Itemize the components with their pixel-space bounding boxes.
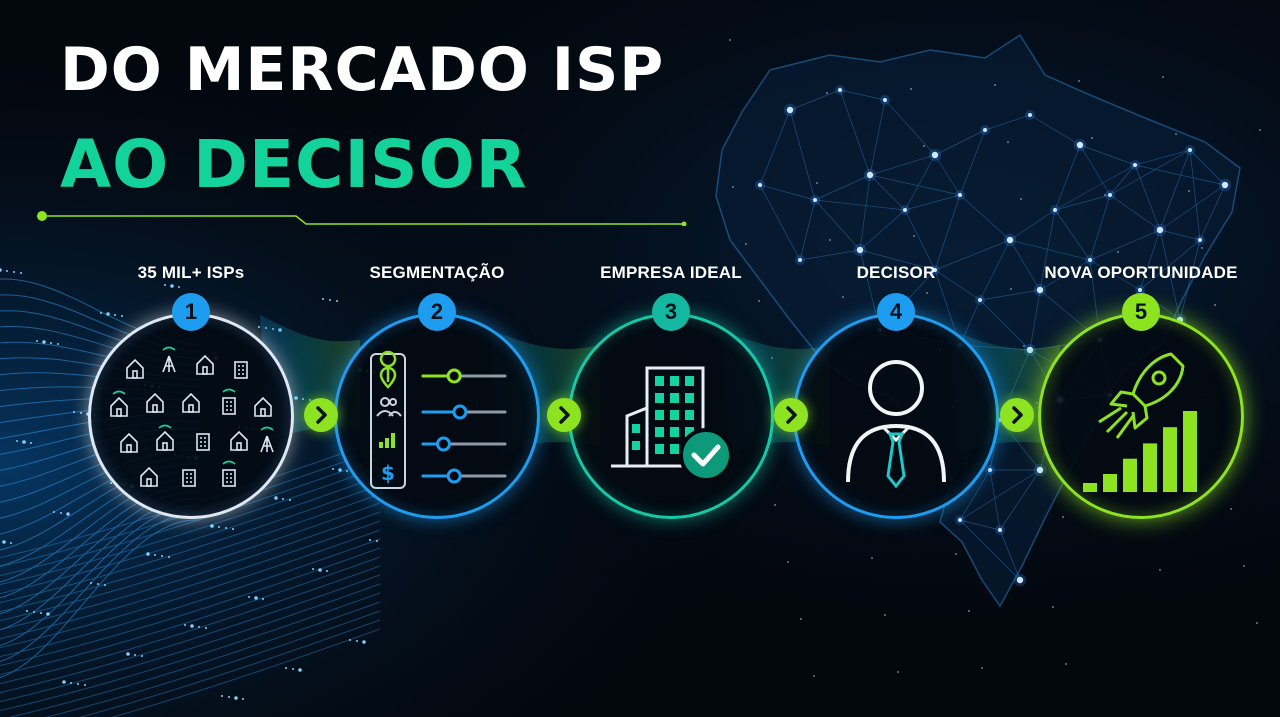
step-number-badge: 2 bbox=[418, 293, 456, 331]
chevron-right-icon bbox=[559, 406, 570, 424]
next-arrow-3 bbox=[774, 398, 808, 432]
title-underline bbox=[37, 211, 687, 226]
title-line-2: AO DECISOR bbox=[60, 126, 528, 203]
step-3: EMPRESA IDEAL 3 bbox=[561, 263, 781, 523]
step-label: NOVA OPORTUNIDADE bbox=[1044, 263, 1238, 282]
chevron-right-icon bbox=[316, 406, 327, 424]
slider-knob bbox=[446, 368, 462, 384]
step-label: SEGMENTAÇÃO bbox=[369, 263, 505, 282]
step-number-badge: 4 bbox=[877, 293, 915, 331]
step-2: SEGMENTAÇÃO 2 $ bbox=[327, 263, 547, 523]
next-arrow-1 bbox=[304, 398, 338, 432]
rocket-growth-icon bbox=[1038, 313, 1244, 519]
title-line-1: DO MERCADO ISP bbox=[60, 35, 665, 105]
chevron-right-icon bbox=[786, 406, 797, 424]
chevron-right-icon bbox=[1012, 406, 1023, 424]
building-check-icon bbox=[568, 313, 774, 519]
growth-bar bbox=[1083, 483, 1097, 492]
step-number-badge: 5 bbox=[1122, 293, 1160, 331]
growth-bar bbox=[1163, 427, 1177, 492]
brazil-map-outline bbox=[715, 33, 1241, 608]
next-arrow-4 bbox=[1000, 398, 1034, 432]
isp-buildings-icon bbox=[88, 313, 294, 519]
svg-text:$: $ bbox=[381, 461, 395, 485]
growth-bar bbox=[1123, 458, 1137, 492]
slider-knob bbox=[452, 404, 468, 420]
rocket-icon bbox=[1098, 352, 1185, 439]
step-4: DECISOR 4 bbox=[786, 263, 1006, 523]
growth-bar bbox=[1103, 474, 1117, 492]
step-number-badge: 3 bbox=[652, 293, 690, 331]
check-icon bbox=[691, 444, 721, 467]
growth-bar bbox=[1183, 411, 1197, 492]
step-5: NOVA OPORTUNIDADE 5 bbox=[1031, 263, 1251, 523]
step-label: DECISOR bbox=[856, 263, 936, 282]
filter-sliders-icon: $ bbox=[334, 313, 540, 519]
step-label: EMPRESA IDEAL bbox=[600, 263, 742, 282]
step-number-badge: 1 bbox=[172, 293, 210, 331]
slider-knob bbox=[446, 468, 462, 484]
person-tie-icon bbox=[793, 313, 999, 519]
growth-bar bbox=[1143, 443, 1157, 492]
slider-knob bbox=[436, 436, 451, 452]
step-label: 35 MIL+ ISPs bbox=[137, 263, 245, 282]
step-1: 35 MIL+ ISPs 1 bbox=[81, 263, 301, 523]
next-arrow-2 bbox=[547, 398, 581, 432]
